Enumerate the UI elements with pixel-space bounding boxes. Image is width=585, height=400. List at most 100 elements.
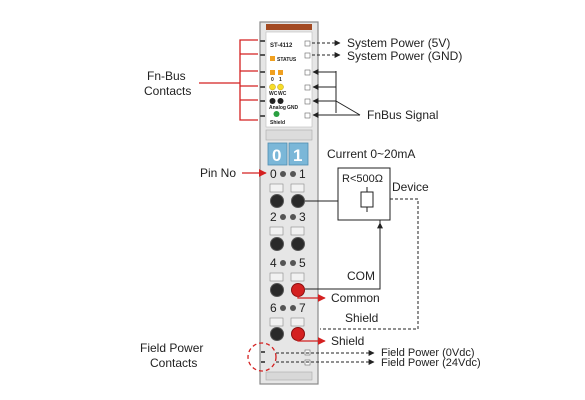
analog-label: Analog bbox=[269, 105, 286, 111]
release-lever-icon bbox=[290, 171, 296, 177]
pin-number-4: 4 bbox=[270, 256, 277, 270]
common-arrow bbox=[297, 292, 326, 302]
release-lever-icon bbox=[290, 214, 296, 220]
pin-number-7: 7 bbox=[299, 301, 306, 315]
bus-contact-icon bbox=[304, 69, 311, 76]
module-grip bbox=[265, 129, 313, 141]
field-power-contacts-label-line1: Field Power bbox=[140, 341, 203, 355]
bus-contact-icon bbox=[304, 52, 311, 59]
terminal-slot bbox=[269, 183, 284, 193]
pin-number-2: 2 bbox=[270, 210, 277, 224]
terminal-slot bbox=[269, 317, 284, 327]
system-power-gnd-label: System Power (GND) bbox=[347, 49, 462, 63]
channel-block-1 bbox=[288, 142, 309, 166]
release-lever-icon bbox=[290, 305, 296, 311]
pin-number-0: 0 bbox=[270, 167, 277, 181]
pin-number-3: 3 bbox=[299, 210, 306, 224]
terminal-slot bbox=[290, 226, 305, 236]
channel-led-1-icon bbox=[278, 70, 283, 75]
module-white-panel bbox=[265, 31, 313, 128]
field-power-contacts-label-line2: Contacts bbox=[150, 356, 197, 370]
pin-number-1: 1 bbox=[299, 167, 306, 181]
left-contact-bar bbox=[260, 115, 265, 117]
wc-label-1: WC bbox=[278, 91, 287, 97]
device-dashed-frame bbox=[320, 198, 419, 330]
release-lever-icon bbox=[280, 305, 286, 311]
fn-bus-contacts-callout: Fn-Bus Contacts bbox=[144, 39, 258, 121]
left-contact-bar bbox=[261, 361, 265, 363]
device-label: Device bbox=[392, 180, 429, 194]
channel-led-0-icon bbox=[270, 70, 275, 75]
bus-contact-icon bbox=[304, 98, 311, 105]
wc-led-1-icon bbox=[277, 83, 284, 91]
terminal-hole-1 bbox=[291, 194, 305, 208]
system-power-callouts: System Power (5V) System Power (GND) bbox=[312, 36, 462, 63]
terminal-row-4-5: 4 5 bbox=[269, 256, 306, 297]
current-label: Current 0~20mA bbox=[327, 147, 415, 161]
left-contact-bar bbox=[260, 100, 265, 102]
terminal-slot bbox=[290, 272, 305, 282]
gnd-label: GND bbox=[287, 105, 299, 111]
bus-contact-icon bbox=[304, 84, 311, 91]
fn-bus-contacts-label-line1: Fn-Bus bbox=[147, 69, 186, 83]
common-shield-callouts: Common Shield Shield bbox=[297, 291, 380, 348]
terminal-slot bbox=[269, 272, 284, 282]
terminal-row-0-1: 0 1 bbox=[269, 167, 306, 208]
shield-led-label: Shield bbox=[270, 120, 285, 126]
bus-contact-icon bbox=[304, 40, 311, 47]
field-power-callouts: Field Power Contacts Field Power (0Vdc) … bbox=[140, 341, 481, 372]
pin-number-6: 6 bbox=[270, 301, 277, 315]
wc-label-0: WC bbox=[269, 91, 278, 97]
terminal-hole-0 bbox=[270, 194, 284, 208]
channel-label-0: 0 bbox=[272, 146, 281, 165]
module-bottom-cap bbox=[265, 371, 313, 381]
com-wire bbox=[305, 220, 381, 290]
terminal-hole-3 bbox=[291, 237, 305, 251]
pin-number-5: 5 bbox=[299, 256, 306, 270]
left-contact-bar bbox=[260, 40, 265, 42]
field-power-24v-label: Field Power (24Vdc) bbox=[381, 357, 481, 369]
device-box bbox=[337, 167, 391, 221]
release-lever-icon bbox=[280, 214, 286, 220]
shield-pin-label: Shield bbox=[331, 334, 364, 348]
pin-no-callout: Pin No bbox=[200, 166, 267, 180]
left-contact-bar bbox=[260, 86, 265, 88]
terminal-slot bbox=[290, 317, 305, 327]
fn-bus-contacts-label-line2: Contacts bbox=[144, 84, 191, 98]
resistor-icon bbox=[360, 191, 374, 208]
module-top-cap bbox=[266, 24, 312, 30]
release-lever-icon bbox=[290, 260, 296, 266]
release-lever-icon bbox=[280, 171, 286, 177]
shield-led-icon bbox=[273, 111, 280, 117]
io-module: ST-4112 STATUS 0 1 WC WC Analog GND Shie… bbox=[259, 21, 319, 385]
terminal-hole-4 bbox=[270, 283, 284, 297]
terminal-hole-6 bbox=[270, 327, 284, 341]
common-label: Common bbox=[331, 291, 380, 305]
release-lever-icon bbox=[280, 260, 286, 266]
fnbus-signal-stem bbox=[335, 100, 361, 116]
shield-top-label: Shield bbox=[345, 311, 378, 325]
channel-label-1: 1 bbox=[293, 146, 302, 165]
left-contact-bar bbox=[260, 54, 265, 56]
module-model-label: ST-4112 bbox=[270, 43, 293, 49]
gnd-led-icon bbox=[277, 98, 284, 104]
terminal-slot bbox=[290, 183, 305, 193]
terminal-row-6-7: 6 7 bbox=[269, 301, 306, 341]
channel-block-0 bbox=[267, 142, 288, 166]
com-label: COM bbox=[347, 269, 375, 283]
fnbus-signal-callout: FnBus Signal bbox=[312, 69, 438, 122]
led-label-0: 0 bbox=[271, 77, 274, 83]
resistor-label: R<500Ω bbox=[342, 173, 383, 185]
status-label: STATUS bbox=[277, 57, 297, 63]
pin-no-label: Pin No bbox=[200, 166, 236, 180]
led-label-1: 1 bbox=[279, 77, 282, 83]
left-contact-bar bbox=[261, 351, 265, 353]
field-power-contacts-highlight bbox=[247, 342, 277, 372]
status-led-icon bbox=[270, 56, 275, 61]
current-loop: Current 0~20mA R<500Ω Device COM bbox=[305, 147, 429, 330]
field-power-0v-label: Field Power (0Vdc) bbox=[381, 347, 475, 359]
terminal-slot bbox=[269, 226, 284, 236]
bus-contact-icon bbox=[304, 112, 311, 119]
analog-led-icon bbox=[269, 98, 276, 104]
fn-bus-bracket bbox=[239, 39, 258, 121]
